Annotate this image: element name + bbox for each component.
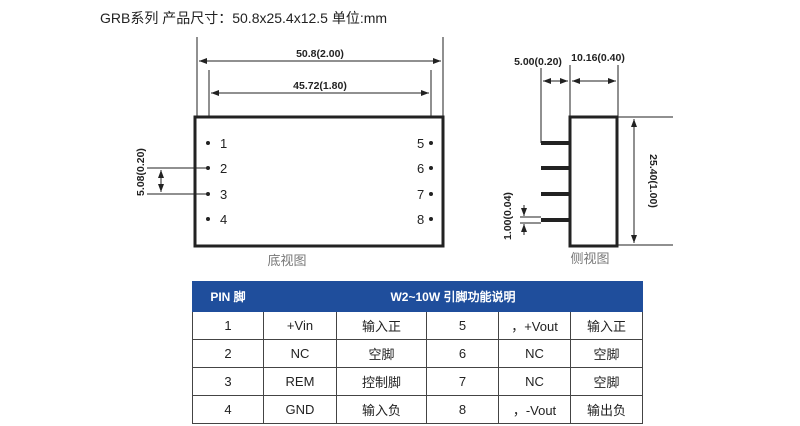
cell: ，+Vout — [498, 311, 571, 340]
header-pin: PIN 脚 — [192, 281, 264, 312]
cell: 输入正 — [336, 311, 427, 340]
cell: 3 — [192, 367, 264, 396]
dim-pin-span: 45.72(1.80) — [293, 80, 347, 92]
cell: 输出负 — [570, 395, 643, 424]
page-title: GRB系列 产品尺寸：50.8x25.4x12.5 单位:mm — [100, 10, 388, 26]
cell: GND — [263, 395, 337, 424]
dimension-drawing: 50.8(2.00) 45.72(1.80) 5.08(0.20) 1 2 3 … — [135, 37, 673, 268]
pin-label: 6 — [417, 161, 424, 176]
cell: 4 — [192, 395, 264, 424]
cell: NC — [263, 339, 337, 368]
pin-label: 7 — [417, 187, 424, 202]
cell: 输入负 — [336, 395, 427, 424]
cell: NC — [498, 339, 571, 368]
cell: 6 — [426, 339, 499, 368]
cell: 空脚 — [570, 339, 643, 368]
cell: ，-Vout — [498, 395, 571, 424]
cell: 1 — [192, 311, 264, 340]
dim-outer-width: 50.8(2.00) — [296, 48, 344, 60]
dim-depth: 10.16(0.40) — [571, 52, 625, 64]
pin-label: 3 — [220, 187, 227, 202]
bottom-view-caption: 底视图 — [267, 253, 306, 268]
pin-label: 2 — [220, 161, 227, 176]
dim-height: 25.40(1.00) — [647, 154, 659, 208]
cell: REM — [263, 367, 337, 396]
cell: 控制脚 — [336, 367, 427, 396]
cell: +Vin — [263, 311, 337, 340]
pin-label: 4 — [220, 212, 227, 227]
pin-label: 5 — [417, 136, 424, 151]
side-view-caption: 侧视图 — [570, 251, 609, 266]
pin-label: 8 — [417, 212, 424, 227]
cell: 输入正 — [570, 311, 643, 340]
pin-label: 1 — [220, 136, 227, 151]
module-body-bottom — [193, 115, 445, 248]
cell: 空脚 — [336, 339, 427, 368]
cell: 5 — [426, 311, 499, 340]
cell: 7 — [426, 367, 499, 396]
header-function: W2~10W 引脚功能说明 — [263, 281, 643, 312]
cell: 2 — [192, 339, 264, 368]
cell: 8 — [426, 395, 499, 424]
dim-pin-length: 5.00(0.20) — [514, 56, 562, 68]
dim-pin-diameter: 1.00(0.04) — [502, 192, 514, 240]
cell: NC — [498, 367, 571, 396]
cell: 空脚 — [570, 367, 643, 396]
dim-pin-pitch: 5.08(0.20) — [135, 148, 147, 196]
module-body-side — [568, 115, 619, 248]
